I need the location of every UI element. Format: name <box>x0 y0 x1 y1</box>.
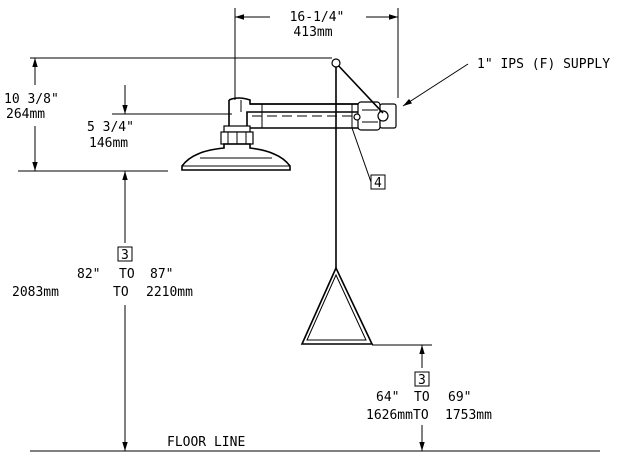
handle-range-low-metric: 1626mm <box>366 408 413 423</box>
handle-floor-dimension: 3 64" TO 69" 1626mm TO 1753mm <box>366 344 492 451</box>
top-height-metric: 264mm <box>6 107 45 122</box>
supply-callout: 1" IPS (F) SUPPLY <box>402 57 610 107</box>
handle-range-to-imperial: TO <box>414 390 430 405</box>
head-floor-dimension: 3 82" TO 87" 2083mm TO 2210mm <box>12 171 193 451</box>
arm-width-dimension: 16-1/4" 413mm <box>234 8 399 100</box>
pipe-callout: 4 <box>255 127 386 191</box>
handle-range-to-metric: TO <box>413 408 429 423</box>
top-height-dimension: 10 3/8" 264mm <box>4 57 332 172</box>
handle-range-high-metric: 1753mm <box>445 408 492 423</box>
head-range-low-metric: 2083mm <box>12 285 59 300</box>
head-range-high-imperial: 87" <box>150 267 173 282</box>
floor-label: FLOOR LINE <box>167 435 245 450</box>
callout-handle-number: 3 <box>418 373 426 388</box>
top-height-imperial: 10 3/8" <box>4 92 59 107</box>
supply-label: 1" IPS (F) SUPPLY <box>477 57 610 72</box>
shower-assembly <box>181 58 397 345</box>
head-height-metric: 146mm <box>89 136 128 151</box>
callout-head-number: 3 <box>121 248 129 263</box>
arm-width-imperial: 16-1/4" <box>290 10 345 25</box>
head-height-imperial: 5 3/4" <box>87 120 134 135</box>
callout-pipe-number: 4 <box>374 176 382 191</box>
floor-line: FLOOR LINE <box>30 435 600 452</box>
arm-width-metric: 413mm <box>293 25 332 40</box>
head-range-low-imperial: 82" <box>77 267 100 282</box>
head-range-to-metric: TO <box>113 285 129 300</box>
handle-range-low-imperial: 64" <box>376 390 399 405</box>
head-height-dimension: 5 3/4" 146mm <box>87 85 232 151</box>
handle-range-high-imperial: 69" <box>448 390 471 405</box>
head-range-to-imperial: TO <box>119 267 135 282</box>
head-range-high-metric: 2210mm <box>146 285 193 300</box>
